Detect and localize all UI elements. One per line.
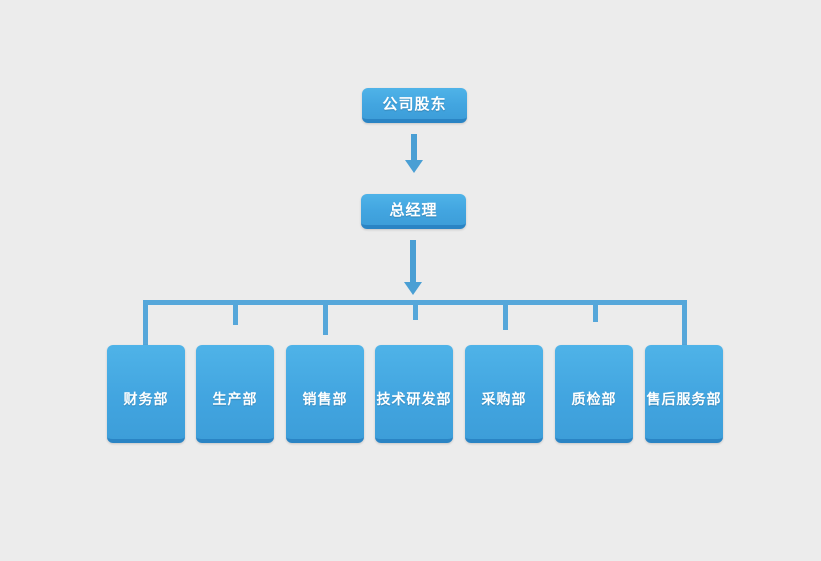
node-sales[interactable]: 销售部 xyxy=(286,345,364,443)
connector-drop-production xyxy=(233,300,238,325)
node-general-manager-label: 总经理 xyxy=(389,201,438,219)
node-production-label: 生产部 xyxy=(212,392,258,408)
connector-drop-quality xyxy=(593,300,598,322)
node-purchasing-label: 采购部 xyxy=(481,392,527,408)
node-purchasing[interactable]: 采购部 xyxy=(465,345,543,443)
node-quality-label: 质检部 xyxy=(571,392,617,408)
node-shareholders-label: 公司股东 xyxy=(382,95,447,113)
connector-drop-sales xyxy=(323,300,328,335)
node-quality[interactable]: 质检部 xyxy=(555,345,633,443)
node-production[interactable]: 生产部 xyxy=(196,345,274,443)
node-finance-label: 财务部 xyxy=(123,392,169,408)
node-shareholders[interactable]: 公司股东 xyxy=(362,88,467,123)
node-general-manager[interactable]: 总经理 xyxy=(361,194,466,229)
node-rd[interactable]: 技术研发部 xyxy=(375,345,453,443)
node-sales-label: 销售部 xyxy=(302,392,348,408)
node-after-sales[interactable]: 售后服务部 xyxy=(645,345,723,443)
connector-gm-to-bus-line xyxy=(410,240,416,284)
connector-drop-after-sales xyxy=(682,300,687,345)
connector-gm-to-bus-arrowhead xyxy=(404,282,422,295)
connector-drop-rd xyxy=(413,300,418,320)
node-after-sales-label: 售后服务部 xyxy=(646,392,722,408)
node-rd-label: 技术研发部 xyxy=(376,392,452,408)
connector-drop-finance xyxy=(143,300,148,345)
connector-shareholders-to-gm-arrowhead xyxy=(405,160,423,173)
connector-shareholders-to-gm-line xyxy=(411,134,417,162)
connector-drop-purchasing xyxy=(503,300,508,330)
node-finance[interactable]: 财务部 xyxy=(107,345,185,443)
